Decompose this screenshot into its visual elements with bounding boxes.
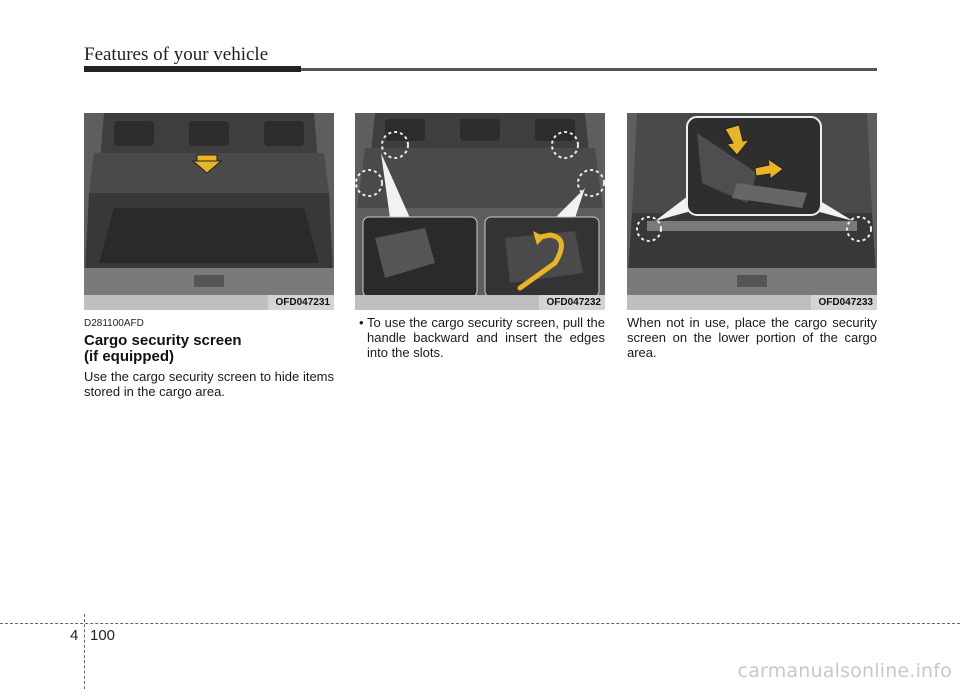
instruction-bullet: • To use the cargo security screen, pull… [355, 315, 605, 360]
section-title-line1: Cargo security screen [84, 332, 242, 349]
page-header-title: Features of your vehicle [84, 44, 269, 65]
arrow-right-icon [754, 157, 784, 181]
page-number: 100 [90, 627, 116, 644]
section-title-line2: (if equipped) [84, 348, 174, 365]
storage-paragraph: When not in use, place the cargo securit… [627, 315, 877, 360]
cargo-photo-3 [627, 113, 877, 310]
arrow-down-icon [724, 124, 751, 156]
bullet-icon: • [359, 315, 364, 330]
figure-code: OFD047232 [538, 295, 605, 310]
watermark: carmanualsonline.info [737, 660, 952, 682]
section-code: D281100AFD [84, 318, 144, 329]
arrow-down-icon [191, 154, 223, 174]
figure-code: OFD047233 [810, 295, 877, 310]
figure-code: OFD047231 [267, 295, 334, 310]
figure-screen-stored: OFD047233 [627, 113, 877, 310]
section-title: Cargo security screen (if equipped) [84, 333, 334, 365]
footer-rule [0, 623, 960, 624]
list-item: • To use the cargo security screen, pull… [355, 315, 605, 360]
bullet-text: To use the cargo security screen, pull t… [367, 315, 605, 360]
cargo-photo-2 [355, 113, 605, 310]
figure-insert-edges: OFD047232 [355, 113, 605, 310]
intro-paragraph: Use the cargo security screen to hide it… [84, 369, 334, 399]
header-rule [84, 68, 877, 71]
figure-cargo-screen-extended: OFD047231 [84, 113, 334, 310]
chapter-number: 4 [70, 627, 79, 644]
curved-arrow-icon [517, 232, 564, 291]
cargo-photo-1 [84, 113, 334, 310]
header-rule-accent [84, 66, 301, 72]
footer-divider [84, 614, 85, 689]
